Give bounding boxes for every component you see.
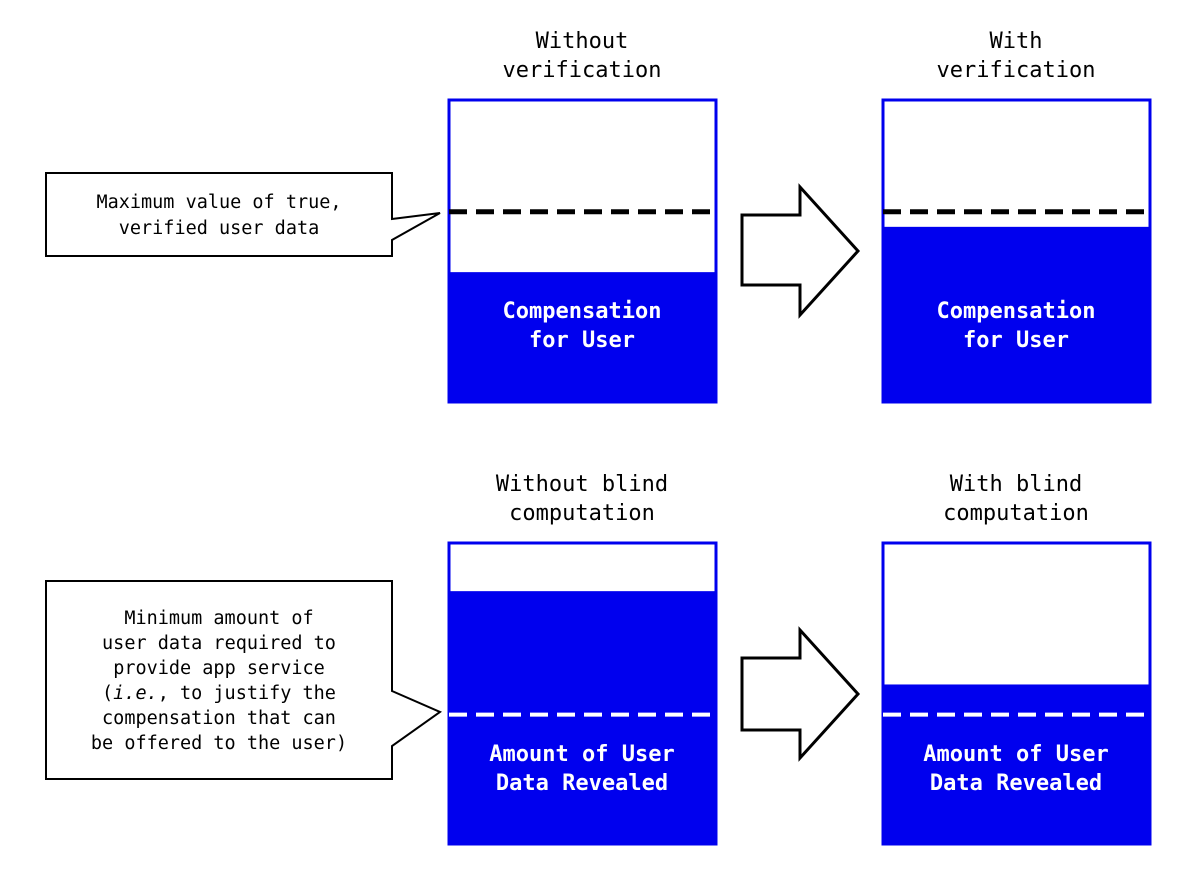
- top-right-arrow-icon: [740, 183, 861, 319]
- top-right-label-line-2: for User: [963, 328, 1069, 353]
- top-callout-bubble: [45, 172, 441, 257]
- bottom-left-heading: Without blind computation: [496, 472, 668, 526]
- bottom-right-heading-line-1: With blind: [950, 472, 1082, 497]
- bottom-callout-line-4: (i.e., to justify the: [102, 683, 336, 704]
- bottom-callout: Minimum amount of user data required to …: [45, 580, 443, 780]
- top-left-label-line-1: Compensation: [503, 299, 662, 324]
- top-callout-line-2: verified user data: [119, 218, 319, 239]
- bottom-callout-line-2: user data required to: [102, 633, 336, 654]
- bottom-left-heading-line-1: Without blind: [496, 472, 668, 497]
- bottom-callout-line-3: provide app service: [113, 658, 325, 679]
- top-right-heading-line-1: With: [990, 29, 1043, 54]
- top-left-label-line-2: for User: [529, 328, 635, 353]
- bottom-left-label-line-2: Data Revealed: [496, 771, 668, 796]
- bottom-right-outline: [881, 541, 1152, 846]
- top-right-box: Compensation for User: [881, 98, 1152, 404]
- bottom-right-arrow-icon: [740, 626, 861, 762]
- bottom-right-heading-line-2: computation: [943, 501, 1089, 526]
- top-callout-line-1: Maximum value of true,: [96, 192, 341, 213]
- top-right-label-line-1: Compensation: [937, 299, 1096, 324]
- bottom-right-label-line-1: Amount of User: [923, 742, 1108, 767]
- top-left-box: Compensation for User: [447, 98, 718, 404]
- bottom-callout-bubble: [45, 580, 443, 780]
- bottom-left-outline: [447, 541, 718, 846]
- bottom-callout-line-5: compensation that can: [102, 708, 336, 729]
- bottom-left-heading-line-2: computation: [509, 501, 655, 526]
- bottom-callout-line-1: Minimum amount of: [124, 608, 313, 629]
- top-left-outline: [447, 98, 718, 404]
- bottom-left-box: Amount of User Data Revealed: [447, 541, 718, 846]
- top-right-outline: [881, 98, 1152, 404]
- top-right-fill: [883, 226, 1150, 402]
- top-left-heading-line-2: verification: [503, 58, 662, 83]
- bottom-callout-line-6: be offered to the user): [91, 733, 347, 754]
- bottom-right-label-line-2: Data Revealed: [930, 771, 1102, 796]
- top-right-heading-line-2: verification: [937, 58, 1096, 83]
- bottom-right-box: Amount of User Data Revealed: [881, 541, 1152, 846]
- top-left-fill: [449, 272, 716, 402]
- bottom-left-label-line-1: Amount of User: [489, 742, 674, 767]
- top-callout: Maximum value of true, verified user dat…: [45, 172, 441, 257]
- bottom-left-fill: [449, 591, 716, 844]
- top-right-heading: With verification: [937, 29, 1096, 83]
- top-left-heading: Without verification: [503, 29, 662, 83]
- bottom-right-heading: With blind computation: [943, 472, 1089, 526]
- top-left-heading-line-1: Without: [536, 29, 629, 54]
- bottom-right-fill: [883, 684, 1150, 844]
